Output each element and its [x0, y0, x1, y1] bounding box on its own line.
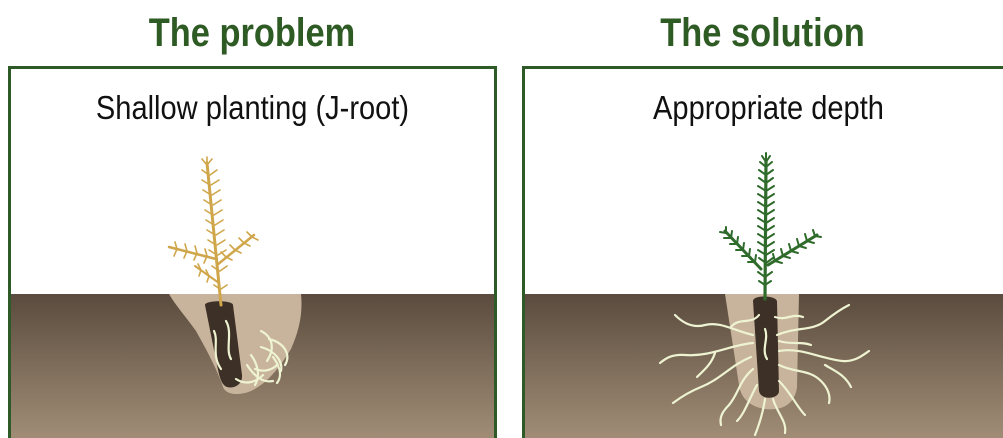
solution-caption: Appropriate depth [554, 89, 983, 127]
dry-seedling [169, 157, 258, 305]
solution-panel: Appropriate depth [522, 66, 1003, 438]
solution-heading: The solution [556, 8, 970, 58]
problem-panel: Shallow planting (J-root) [8, 66, 497, 438]
problem-heading: The problem [42, 8, 462, 58]
problem-caption: Shallow planting (J-root) [40, 89, 465, 127]
healthy-seedling [720, 153, 821, 299]
